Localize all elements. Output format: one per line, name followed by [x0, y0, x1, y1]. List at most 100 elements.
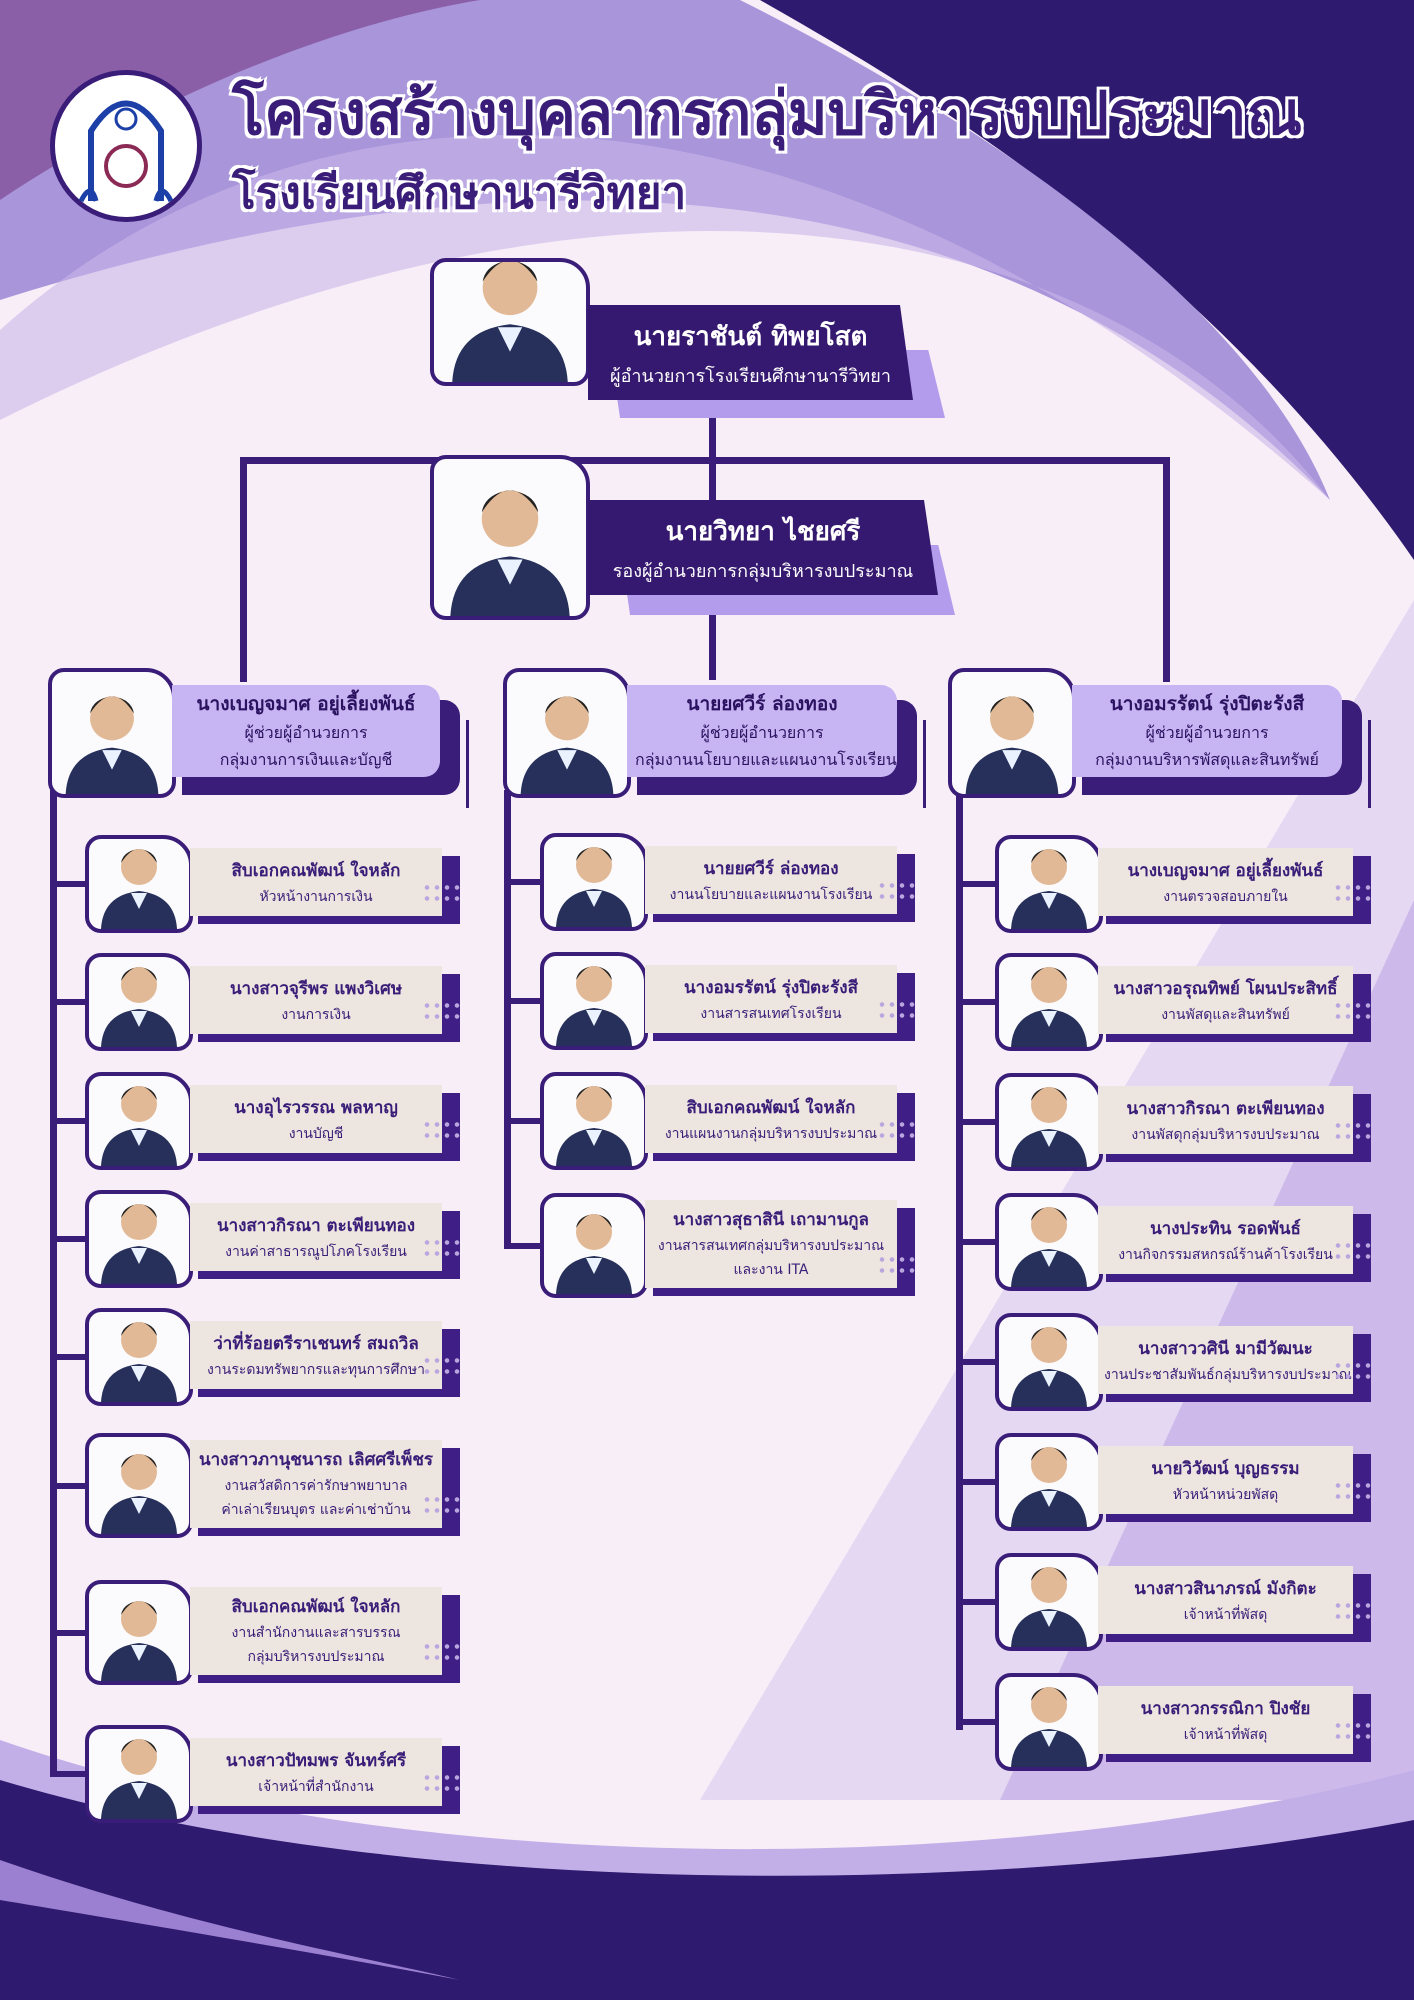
member-photo — [85, 1190, 193, 1288]
member-photo — [85, 1580, 193, 1685]
assistant-group: กลุ่มงานบริหารพัสดุและสินทรัพย์ — [1095, 750, 1319, 769]
dot-pattern-decoration — [1333, 1720, 1373, 1742]
member-name: นายวิวัฒน์ บุญธรรม — [1151, 1458, 1300, 1479]
person-photo-icon — [101, 1739, 177, 1819]
person-photo-icon — [556, 966, 632, 1046]
dot-pattern-decoration — [422, 1493, 462, 1516]
member-name: สิบเอกคณพัฒน์ ใจหลัก — [686, 1097, 856, 1118]
dot-pattern-decoration — [422, 1640, 462, 1663]
branch-tick — [50, 1354, 85, 1360]
member-card: นางสาวกิรณา ตะเพียนทองงานพัสดุกลุ่มบริหา… — [1098, 1086, 1353, 1154]
dot-pattern-decoration — [1333, 1480, 1373, 1502]
branch-tick — [50, 999, 85, 1005]
branch-tick — [956, 999, 995, 1005]
branch-tick — [50, 1118, 85, 1124]
member-photo — [540, 833, 648, 931]
school-name: โรงเรียนศึกษานารีวิทยา — [232, 168, 687, 219]
connector-line — [240, 457, 1169, 464]
branch-tick — [50, 1629, 85, 1636]
dot-pattern-decoration — [422, 1772, 462, 1794]
dot-pattern-decoration — [422, 1000, 462, 1022]
member-card: นางสาวจุรีพร แพงวิเศษงานการเงิน — [190, 966, 442, 1034]
person-photo-icon — [101, 849, 177, 929]
dot-pattern-decoration — [877, 1119, 917, 1141]
dot-pattern-decoration — [422, 1119, 462, 1141]
member-name: นางประทิน รอดพันธ์ — [1150, 1218, 1301, 1239]
member-name: นางสาวปัทมพร จันทร์ศรี — [225, 1750, 407, 1771]
deputy-photo — [430, 455, 590, 620]
column-connector-line — [50, 790, 57, 1775]
branch-tick — [504, 998, 540, 1004]
member-photo — [85, 953, 193, 1051]
card-accent-line — [923, 720, 926, 808]
member-card: นางประทิน รอดพันธ์งานกิจกรรมสหกรณ์ร้านค้… — [1098, 1206, 1353, 1274]
person-photo-icon — [65, 696, 159, 794]
member-photo — [85, 1433, 193, 1538]
assistant-name: นางเบญจมาศ อยู่เลี้ยงพันธ์ — [196, 693, 416, 715]
member-role: งานสารสนเทศโรงเรียน — [700, 1005, 842, 1022]
member-photo — [995, 1673, 1103, 1771]
person-photo-icon — [1011, 1087, 1087, 1167]
person-photo-icon — [452, 262, 568, 382]
member-role: งานการเงิน — [281, 1006, 351, 1023]
member-photo — [85, 1725, 193, 1823]
member-photo — [540, 1072, 648, 1170]
member-role: งานกิจกรรมสหกรณ์ร้านค้าโรงเรียน — [1118, 1246, 1333, 1263]
connector-line — [240, 457, 247, 682]
member-role: งานสารสนเทศกลุ่มบริหารงบประมาณ — [657, 1238, 885, 1254]
member-role-line2: ค่าเล่าเรียนบุตร และค่าเช่าบ้าน — [221, 1502, 411, 1518]
member-role: เจ้าหน้าที่สำนักงาน — [258, 1778, 374, 1795]
connector-line — [1163, 457, 1170, 682]
member-card: สิบเอกคณพัฒน์ ใจหลักหัวหน้างานการเงิน — [190, 848, 442, 916]
member-name: นางสาวภานุชนารถ เลิศศรีเพ็ชร — [199, 1450, 433, 1470]
person-photo-icon — [101, 1204, 177, 1284]
member-photo — [995, 1073, 1103, 1171]
member-name: นางเบญจมาศ อยู่เลี้ยงพันธ์ — [1127, 860, 1324, 881]
branch-tick — [50, 1771, 85, 1777]
person-photo-icon — [101, 967, 177, 1047]
assistant-name: นางอมรรัตน์ รุ่งปิตะรังสี — [1109, 693, 1305, 715]
branch-tick — [956, 1119, 995, 1125]
assistant-group: กลุ่มงานนโยบายและแผนงานโรงเรียน — [635, 750, 897, 769]
member-name: นางสาวสินาภรณ์ มังกิตะ — [1134, 1578, 1317, 1599]
dot-pattern-decoration — [1333, 1120, 1373, 1142]
member-role: งานระดมทรัพยากรและทุนการศึกษา — [207, 1361, 425, 1378]
member-role: งานแผนงานกลุ่มบริหารงบประมาณ — [664, 1125, 878, 1142]
member-name: นางสาวอรุณทิพย์ โผนประสิทธิ์ — [1113, 978, 1338, 999]
deputy-banner: นายวิทยา ไชยศรี รองผู้อำนวยการกลุ่มบริหา… — [588, 500, 938, 595]
member-card: นายวิวัฒน์ บุญธรรมหัวหน้าหน่วยพัสดุ — [1098, 1446, 1353, 1514]
member-name: นางอุไรวรรณ พลหาญ — [234, 1097, 398, 1118]
member-role: งานพัสดุกลุ่มบริหารงบประมาณ — [1131, 1126, 1320, 1143]
branch-tick — [504, 879, 540, 885]
member-photo — [995, 1433, 1103, 1531]
member-role-line2: และงาน ITA — [733, 1262, 809, 1278]
person-photo-icon — [101, 1601, 177, 1681]
person-photo-icon — [1011, 1327, 1087, 1407]
member-photo — [995, 1553, 1103, 1651]
director-name: นายราชันต์ ทิพยโสต — [633, 321, 868, 352]
assistant-group: กลุ่มงานการเงินและบัญชี — [219, 750, 393, 769]
card-accent-line — [1368, 720, 1371, 808]
member-card: สิบเอกคณพัฒน์ ใจหลักงานแผนงานกลุ่มบริหาร… — [645, 1085, 897, 1153]
school-emblem-icon — [78, 100, 174, 203]
director-role: ผู้อำนวยการโรงเรียนศึกษานารีวิทยา — [610, 365, 891, 387]
member-name: สิบเอกคณพัฒน์ ใจหลัก — [231, 860, 401, 881]
member-name: นางอมรรัตน์ รุ่งปิตะรังสี — [684, 977, 858, 998]
page-title: โครงสร้างบุคลากรกลุ่มบริหารงบประมาณ — [232, 79, 1303, 149]
branch-tick — [956, 1359, 995, 1365]
member-name: ว่าที่ร้อยตรีราเชนทร์ สมถวิล — [213, 1333, 419, 1354]
person-photo-icon — [101, 1322, 177, 1402]
person-photo-icon — [101, 1454, 177, 1534]
member-role: หัวหน้าหน่วยพัสดุ — [1172, 1486, 1279, 1503]
dot-pattern-decoration — [1333, 1600, 1373, 1622]
column-connector-line — [956, 790, 963, 1730]
director-banner: นายราชันต์ ทิพยโสต ผู้อำนวยการโรงเรียนศึ… — [588, 305, 913, 400]
member-role: งานสวัสดิการค่ารักษาพยาบาล — [224, 1478, 408, 1494]
dot-pattern-decoration — [1333, 1000, 1373, 1022]
member-card: นางสาวอรุณทิพย์ โผนประสิทธิ์งานพัสดุและส… — [1098, 966, 1353, 1034]
branch-tick — [956, 1719, 995, 1725]
person-photo-icon — [1011, 1567, 1087, 1647]
member-card: นางเบญจมาศ อยู่เลี้ยงพันธ์งานตรวจสอบภายใ… — [1098, 848, 1353, 916]
dot-pattern-decoration — [877, 880, 917, 902]
member-name: นางสาวกิรณา ตะเพียนทอง — [1126, 1098, 1325, 1119]
